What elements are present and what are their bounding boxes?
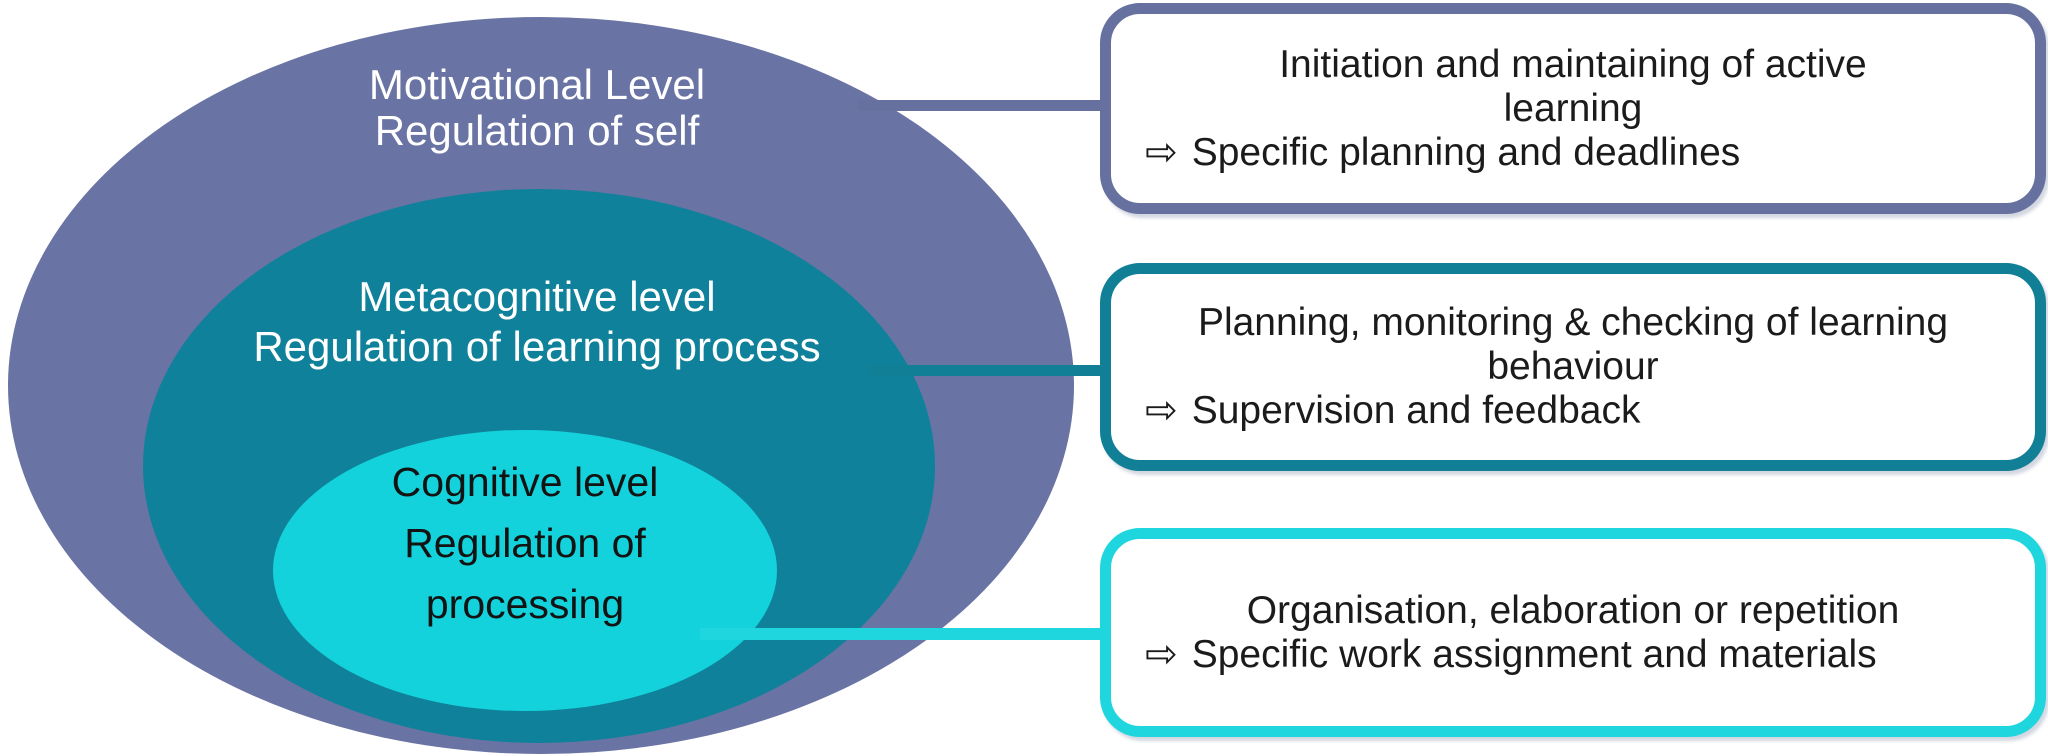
- cognitive-level-label: Cognitive level Regulation of processing: [278, 452, 772, 635]
- callout-heading-line: Organisation, elaboration or repetition: [1246, 588, 1900, 632]
- metacognitive-connector-line: [868, 365, 1110, 376]
- level-title-line: Regulation of self: [374, 107, 700, 154]
- cognitive-connector-line: [700, 628, 1110, 640]
- callout-heading-line: Initiation and maintaining of active: [1279, 42, 1867, 86]
- right-arrow-icon: ⇨: [1145, 631, 1178, 677]
- callout-arrow-text: Supervision and feedback: [1191, 389, 1641, 432]
- level-title-line: Metacognitive level: [358, 273, 716, 320]
- cognitive-callout-box: Organisation, elaboration or repetition …: [1100, 528, 2046, 737]
- level-title-line: Cognitive level: [391, 459, 659, 505]
- level-title-line: Regulation of learning process: [253, 323, 821, 370]
- level-title-line: Motivational Level: [368, 61, 706, 108]
- level-title-line: processing: [425, 581, 625, 627]
- callout-arrow-line: ⇨ Specific work assignment and materials: [1145, 631, 2001, 677]
- motivational-connector-line: [858, 100, 1110, 111]
- right-arrow-icon: ⇨: [1145, 129, 1178, 175]
- metacognitive-level-label: Metacognitive level Regulation of learni…: [137, 272, 937, 372]
- callout-arrow-line: ⇨ Specific planning and deadlines: [1145, 129, 2001, 175]
- callout-arrow-line: ⇨ Supervision and feedback: [1145, 389, 2001, 433]
- motivational-level-label: Motivational Level Regulation of self: [137, 62, 937, 154]
- cognitive-level-ellipse: [273, 430, 777, 711]
- callout-arrow-text: Specific planning and deadlines: [1191, 130, 1741, 174]
- callout-heading-line: Planning, monitoring & checking of learn…: [1197, 301, 1949, 344]
- metacognitive-callout-box: Planning, monitoring & checking of learn…: [1100, 263, 2046, 471]
- callout-arrow-text: Specific work assignment and materials: [1191, 632, 1877, 676]
- callout-heading-line: learning: [1503, 86, 1643, 130]
- callout-heading-line: behaviour: [1487, 345, 1659, 388]
- right-arrow-icon: ⇨: [1145, 388, 1178, 433]
- motivational-callout-box: Initiation and maintaining of active lea…: [1100, 3, 2046, 214]
- level-title-line: Regulation of: [404, 520, 646, 566]
